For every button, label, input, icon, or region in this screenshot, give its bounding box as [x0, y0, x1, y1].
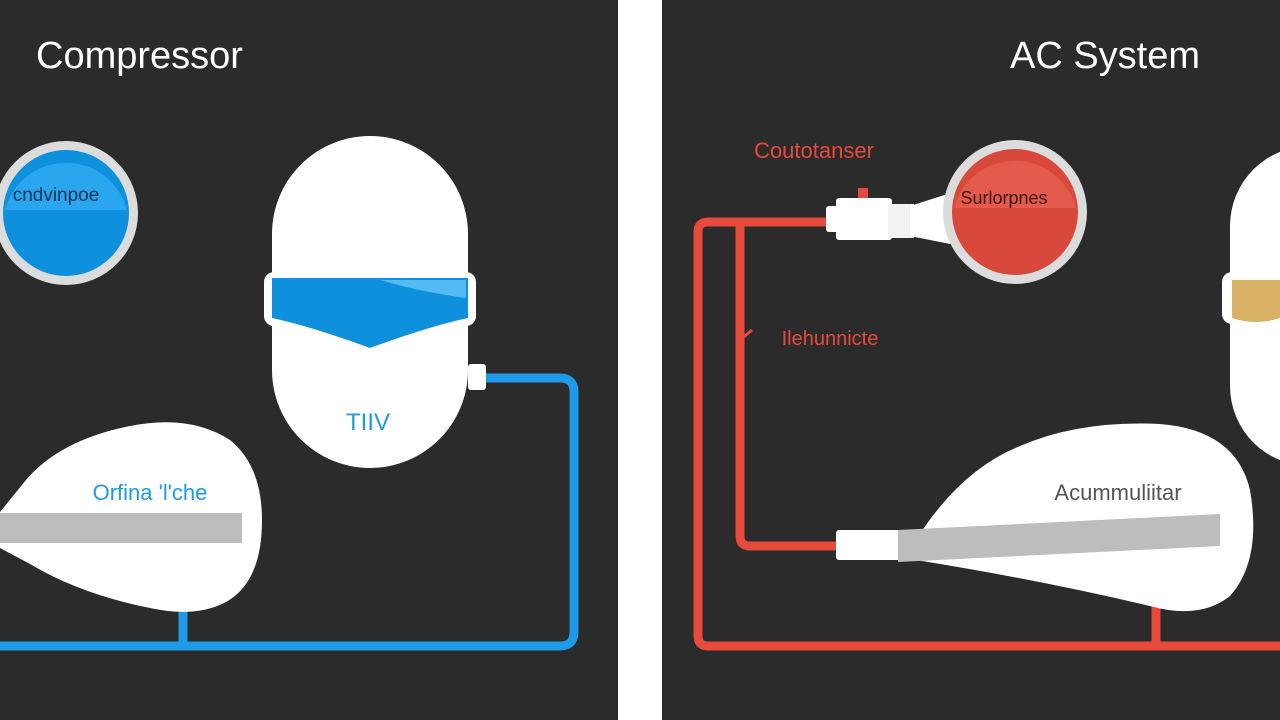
red-tick-mark — [739, 328, 753, 342]
accumulator-connector — [836, 530, 902, 560]
blue-refrigerant-line — [0, 373, 579, 651]
left-panel-title: Compressor — [36, 35, 243, 77]
orifice-label: Orfina 'l'che — [93, 480, 208, 505]
orifice-tube-body: Orfina 'l'che — [0, 422, 262, 612]
right-panel: AC System Coutotanser Ilehunnicte Surlor… — [662, 0, 1280, 720]
accumulator-rail — [898, 514, 1220, 562]
right-panel-background — [662, 0, 1280, 720]
expansion-valve-unit: TIIV — [264, 136, 476, 468]
right-capsule — [1222, 151, 1280, 461]
blue-line-connector — [468, 364, 486, 390]
right-panel-title: AC System — [1010, 35, 1200, 77]
blue-gauge: cndvinpoe — [0, 141, 138, 285]
right-capsule-tan-band — [1232, 280, 1280, 322]
red-outer-line — [693, 217, 1280, 651]
left-panel: Compressor cndvinpoe TIIV Orfina 'l'che — [0, 0, 618, 720]
capsule-band-shine — [380, 280, 466, 298]
connector-end — [826, 206, 842, 232]
red-gauge: Surlorpnes — [943, 140, 1087, 284]
blue-gauge-label: cndvinpoe — [13, 185, 100, 206]
condenser-label: Coutotanser — [754, 138, 874, 163]
accumulator-body: Acummuliitar — [836, 423, 1254, 612]
orifice-rail — [0, 513, 242, 543]
connector-block — [836, 198, 892, 240]
red-inner-line — [735, 222, 836, 551]
accumulator-shape — [916, 423, 1254, 612]
blue-gauge-highlight — [5, 162, 127, 210]
capsule-label: TIIV — [346, 409, 390, 436]
capsule-blue-band — [272, 278, 468, 348]
connector-cap — [858, 188, 868, 202]
side-label: Ilehunnicte — [782, 328, 879, 350]
connector-collar — [888, 204, 914, 238]
accumulator-label: Acummuliitar — [1054, 480, 1181, 505]
red-gauge-highlight — [954, 160, 1076, 208]
red-gauge-label: Surlorpnes — [960, 188, 1047, 208]
